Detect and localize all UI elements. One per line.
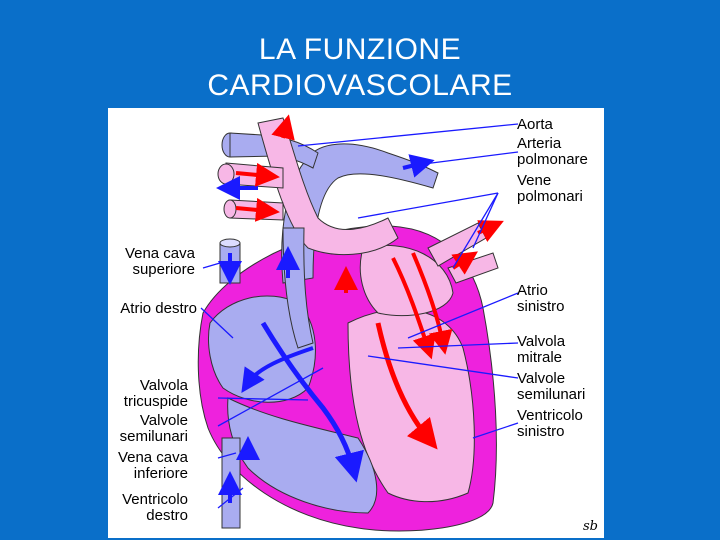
label-valvole-semilunari-left: Valvole semilunari (108, 413, 188, 445)
label-valvole-semilunari-left-l2: semilunari (119, 428, 188, 445)
label-atrio-sinistro-l1: Atrio (517, 282, 548, 299)
label-atrio-destro-text: Atrio destro (120, 300, 197, 317)
pointer-lines (200, 123, 519, 509)
heart-diagram (197, 114, 519, 532)
label-valvola-tricuspide: Valvola tricuspide (108, 378, 188, 410)
title-line-2: CARDIOVASCOLARE (207, 69, 513, 102)
label-aorta: Aorta (517, 117, 553, 133)
label-atrio-destro: Atrio destro (108, 301, 197, 317)
label-valvola-tricuspide-l1: Valvola (139, 377, 188, 394)
label-vena-cava-superiore-l1: Vena cava (124, 245, 195, 262)
label-vene-polmonari-l2: polmonari (517, 188, 583, 205)
label-vena-cava-inferiore-l1: Vena cava (117, 449, 188, 466)
label-atrio-sinistro-l2: sinistro (517, 298, 565, 315)
label-valvola-mitrale: Valvola mitrale (517, 334, 565, 366)
signature: sb (583, 519, 598, 534)
label-valvole-semilunari-right: Valvole semilunari (517, 371, 585, 403)
label-ventricolo-destro-l2: destro (146, 507, 188, 524)
label-arteria-polmonare-l2: polmonare (517, 151, 588, 168)
label-vena-cava-inferiore: Vena cava inferiore (108, 450, 188, 482)
label-valvola-mitrale-l2: mitrale (517, 349, 563, 366)
label-ventricolo-sinistro-l2: sinistro (517, 423, 565, 440)
label-valvola-tricuspide-l2: tricuspide (123, 393, 188, 410)
label-ventricolo-destro: Ventricolo destro (108, 492, 188, 524)
label-vene-polmonari: Vene polmonari (517, 173, 583, 205)
label-atrio-sinistro: Atrio sinistro (517, 283, 565, 315)
page-title: LA FUNZIONE CARDIOVASCOLARE (0, 32, 720, 104)
label-valvola-mitrale-l1: Valvola (517, 333, 566, 350)
label-vena-cava-inferiore-l2: inferiore (133, 465, 188, 482)
label-vena-cava-superiore: Vena cava superiore (108, 246, 195, 278)
label-valvole-semilunari-left-l1: Valvole (139, 412, 188, 429)
label-valvole-semilunari-right-l2: semilunari (517, 386, 586, 403)
heart-diagram-panel: Aorta Arteria polmonare Vene polmonari V… (108, 108, 604, 538)
label-arteria-polmonare: Arteria polmonare (517, 136, 588, 168)
label-arteria-polmonare-l1: Arteria (517, 135, 562, 152)
label-aorta-text: Aorta (517, 116, 553, 133)
label-ventricolo-sinistro: Ventricolo sinistro (517, 408, 583, 440)
label-ventricolo-destro-l1: Ventricolo (122, 491, 188, 508)
label-valvole-semilunari-right-l1: Valvole (517, 370, 566, 387)
aorta (257, 117, 399, 256)
title-line-1: LA FUNZIONE (258, 33, 462, 66)
label-vene-polmonari-l1: Vene (517, 172, 552, 189)
label-vena-cava-superiore-l2: superiore (132, 261, 195, 278)
label-ventricolo-sinistro-l1: Ventricolo (517, 407, 583, 424)
